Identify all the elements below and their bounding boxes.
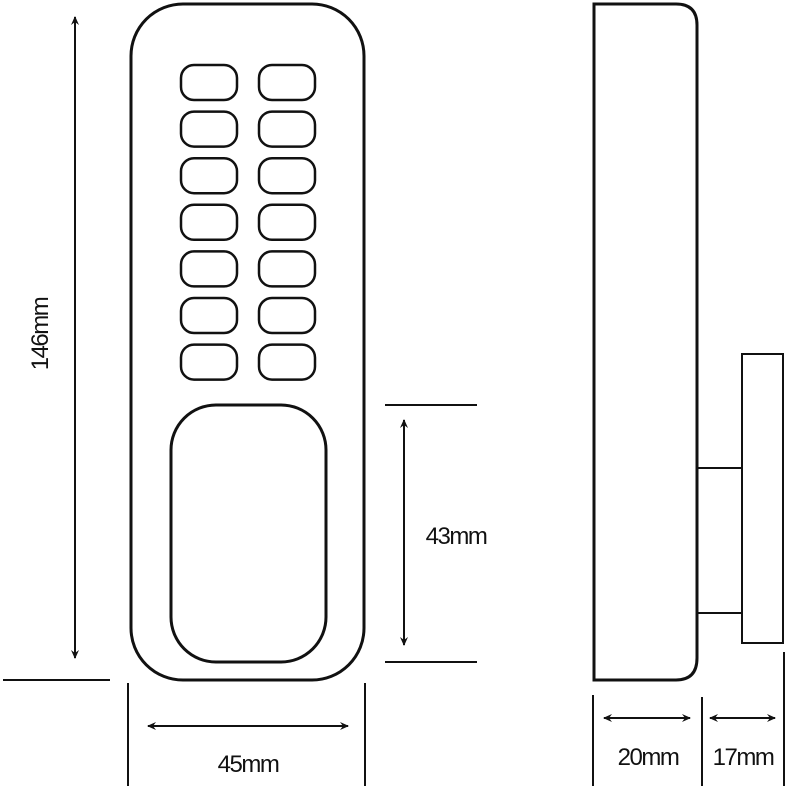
height-label: 146mm: [27, 297, 54, 370]
keypad-button: [179, 296, 239, 335]
side-body: [592, 2, 699, 682]
handle: [169, 403, 328, 664]
side-connector: [696, 467, 743, 614]
keypad-button: [257, 296, 317, 335]
plate-depth-label: 17mm: [713, 744, 774, 771]
keypad-button: [179, 63, 239, 102]
keypad-button: [257, 343, 317, 381]
keypad-button: [179, 343, 239, 381]
keypad-button: [257, 250, 317, 288]
keypad-button: [257, 110, 317, 148]
front-body: [129, 2, 366, 682]
width-label: 45mm: [218, 751, 279, 778]
handle-height-label: 43mm: [426, 523, 487, 550]
keypad-button: [257, 156, 317, 195]
keypad-button: [257, 203, 317, 242]
depth-label: 20mm: [618, 744, 679, 771]
keypad-button: [257, 63, 317, 102]
side-plate: [741, 353, 784, 644]
keypad: [179, 63, 317, 381]
keypad-button: [179, 250, 239, 288]
keypad-button: [179, 110, 239, 148]
keypad-button: [179, 156, 239, 195]
keypad-button: [179, 203, 239, 242]
